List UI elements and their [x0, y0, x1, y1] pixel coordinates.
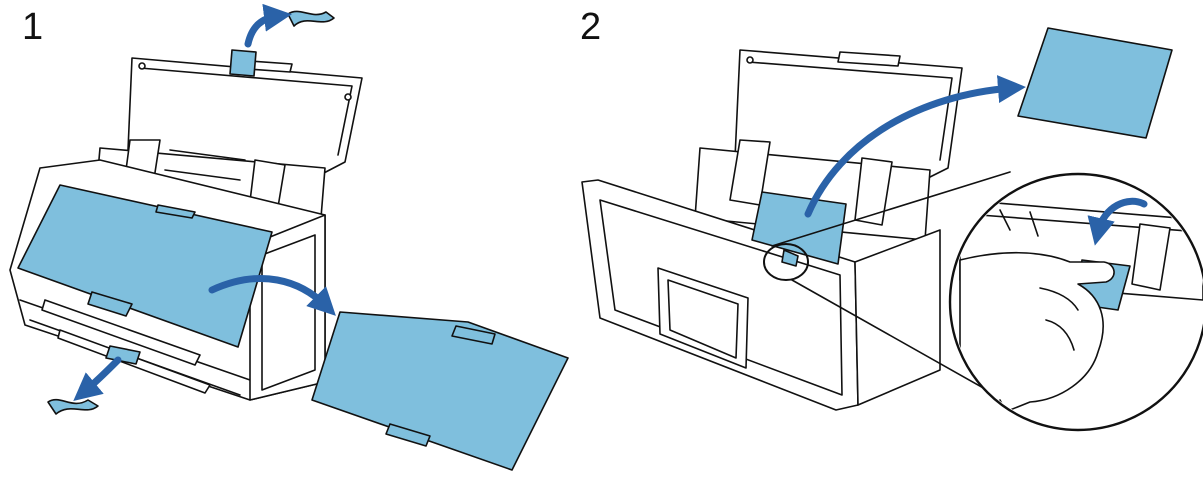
step-number-2: 2 — [580, 6, 602, 48]
tape-piece-top — [287, 10, 335, 27]
cleaning-sheet-removed-2 — [1017, 27, 1173, 139]
cleaning-sheet-loaded — [17, 184, 273, 348]
arrow-pull-sheet — [804, 75, 1026, 218]
tape-top — [229, 49, 257, 77]
arrow-remove-sheet — [208, 275, 336, 316]
zoom-source — [763, 243, 809, 281]
cleaning-sheet-removed — [311, 311, 569, 471]
arrow-pull-detail — [1087, 197, 1148, 246]
arrow-tape-top — [244, 3, 292, 48]
scanner-2 — [581, 49, 963, 411]
tape-piece-bottom — [47, 398, 99, 415]
scanner-lid — [127, 57, 363, 176]
arrow-tape-bottom — [73, 356, 122, 401]
hand — [959, 251, 1115, 428]
zoom-detail — [948, 172, 1203, 432]
step-number-1: 1 — [22, 6, 44, 48]
scanner-lid — [734, 49, 963, 183]
cover-window — [657, 267, 749, 369]
